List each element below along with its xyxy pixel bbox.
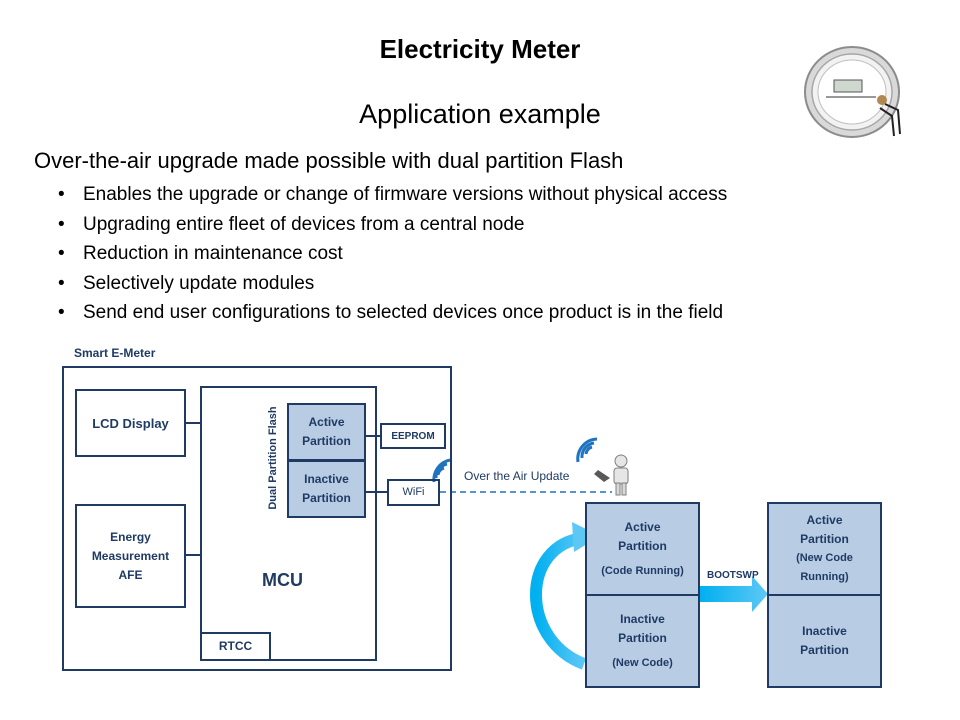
slide-subtitle: Application example xyxy=(359,99,601,129)
mcu-label: MCU xyxy=(262,570,303,590)
rtcc-box: RTCC xyxy=(200,632,271,661)
meter-title: Smart E-Meter xyxy=(74,346,156,360)
bullet-item: •Upgrading entire fleet of devices from … xyxy=(58,213,525,235)
bullet-item: •Enables the upgrade or change of firmwa… xyxy=(58,184,728,205)
electricity-meter-icon xyxy=(804,46,901,138)
ota-label: Over the Air Update xyxy=(464,469,570,483)
smart-meter-box xyxy=(62,366,452,671)
bootswp-label: BOOTSWP xyxy=(707,570,759,581)
bullet-item: •Reduction in maintenance cost xyxy=(58,243,343,264)
bullet-list: •Enables the upgrade or change of firmwa… xyxy=(58,180,727,328)
slide-title: Electricity Meter xyxy=(379,34,581,64)
person-with-laptop-icon xyxy=(576,437,629,496)
wifi-box: WiFi xyxy=(387,479,440,506)
bullet-item: •Selectively update modules xyxy=(58,272,315,294)
main-heading: Over-the-air upgrade made possible with … xyxy=(34,148,624,173)
mcu-box xyxy=(200,386,377,661)
bullet-item: •Send end user configurations to selecte… xyxy=(58,302,724,323)
dual-partition-flash-label: Dual Partition Flash xyxy=(267,406,279,510)
eeprom-box: EEPROM xyxy=(380,423,446,449)
bootswp-arrow xyxy=(700,576,768,612)
lcd-display-box: LCD Display xyxy=(75,389,186,457)
swap-curved-arrow xyxy=(530,532,587,670)
